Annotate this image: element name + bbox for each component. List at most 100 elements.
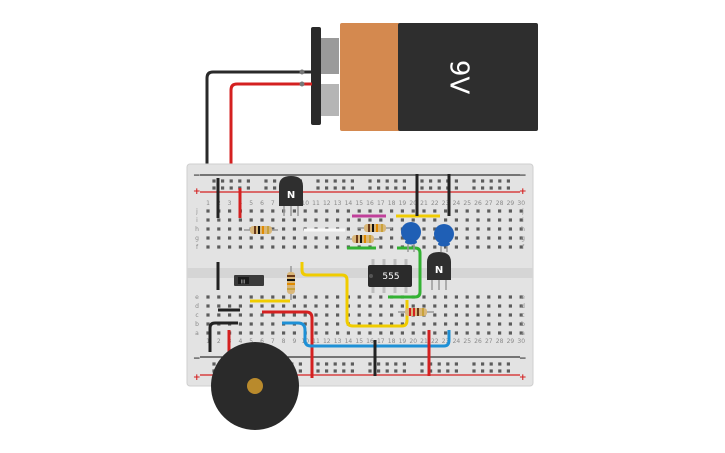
breadboard-hole[interactable]	[506, 362, 510, 366]
breadboard-hole[interactable]	[314, 209, 318, 213]
transistor-q1[interactable]: N	[279, 176, 303, 216]
breadboard-hole[interactable]	[385, 369, 389, 373]
breadboard-hole[interactable]	[346, 236, 350, 240]
breadboard-hole[interactable]	[433, 331, 437, 335]
breadboard-hole[interactable]	[400, 304, 404, 308]
capacitor-c2[interactable]	[434, 224, 454, 252]
breadboard-hole[interactable]	[292, 295, 296, 299]
breadboard-hole[interactable]	[368, 179, 372, 183]
breadboard-hole[interactable]	[429, 186, 433, 190]
breadboard-hole[interactable]	[444, 209, 448, 213]
breadboard-hole[interactable]	[390, 304, 394, 308]
breadboard-hole[interactable]	[422, 304, 426, 308]
breadboard-hole[interactable]	[260, 304, 264, 308]
breadboard-hole[interactable]	[249, 209, 253, 213]
breadboard-hole[interactable]	[429, 362, 433, 366]
breadboard-hole[interactable]	[487, 313, 491, 317]
breadboard-hole[interactable]	[394, 179, 398, 183]
breadboard-hole[interactable]	[260, 218, 264, 222]
breadboard-hole[interactable]	[390, 218, 394, 222]
breadboard-hole[interactable]	[422, 295, 426, 299]
breadboard-hole[interactable]	[249, 245, 253, 249]
breadboard-hole[interactable]	[498, 227, 502, 231]
breadboard-hole[interactable]	[422, 322, 426, 326]
breadboard-hole[interactable]	[221, 179, 225, 183]
breadboard-hole[interactable]	[476, 331, 480, 335]
breadboard-hole[interactable]	[422, 218, 426, 222]
breadboard-hole[interactable]	[422, 331, 426, 335]
breadboard-hole[interactable]	[411, 322, 415, 326]
breadboard-hole[interactable]	[444, 322, 448, 326]
wire-yellow-long[interactable]	[300, 262, 409, 328]
breadboard-hole[interactable]	[454, 218, 458, 222]
breadboard-hole[interactable]	[346, 209, 350, 213]
breadboard-hole[interactable]	[206, 245, 210, 249]
breadboard-hole[interactable]	[206, 295, 210, 299]
breadboard-hole[interactable]	[472, 186, 476, 190]
breadboard-hole[interactable]	[476, 236, 480, 240]
breadboard-hole[interactable]	[303, 295, 307, 299]
breadboard-hole[interactable]	[433, 304, 437, 308]
breadboard-hole[interactable]	[444, 304, 448, 308]
breadboard-hole[interactable]	[325, 209, 329, 213]
breadboard-hole[interactable]	[357, 304, 361, 308]
breadboard-hole[interactable]	[454, 209, 458, 213]
breadboard-hole[interactable]	[238, 331, 242, 335]
breadboard-hole[interactable]	[508, 304, 512, 308]
breadboard-hole[interactable]	[292, 245, 296, 249]
breadboard-hole[interactable]	[325, 295, 329, 299]
breadboard-hole[interactable]	[489, 362, 493, 366]
breadboard-hole[interactable]	[206, 331, 210, 335]
breadboard-hole[interactable]	[292, 227, 296, 231]
breadboard-hole[interactable]	[303, 322, 307, 326]
breadboard-hole[interactable]	[316, 186, 320, 190]
breadboard-hole[interactable]	[282, 295, 286, 299]
breadboard-hole[interactable]	[454, 179, 458, 183]
breadboard-hole[interactable]	[368, 304, 372, 308]
breadboard-hole[interactable]	[228, 218, 232, 222]
breadboard-hole[interactable]	[260, 322, 264, 326]
breadboard-hole[interactable]	[465, 295, 469, 299]
breadboard-hole[interactable]	[346, 218, 350, 222]
breadboard-hole[interactable]	[271, 245, 275, 249]
breadboard-hole[interactable]	[481, 362, 485, 366]
breadboard-hole[interactable]	[444, 313, 448, 317]
breadboard-hole[interactable]	[357, 227, 361, 231]
breadboard-hole[interactable]	[228, 245, 232, 249]
resistor-r1[interactable]	[244, 226, 278, 234]
breadboard-hole[interactable]	[400, 209, 404, 213]
breadboard-hole[interactable]	[206, 236, 210, 240]
breadboard-hole[interactable]	[508, 209, 512, 213]
breadboard-hole[interactable]	[228, 295, 232, 299]
breadboard-hole[interactable]	[476, 218, 480, 222]
breadboard-hole[interactable]	[314, 236, 318, 240]
breadboard-hole[interactable]	[508, 322, 512, 326]
breadboard-hole[interactable]	[472, 179, 476, 183]
breadboard-hole[interactable]	[229, 179, 233, 183]
breadboard-hole[interactable]	[264, 186, 268, 190]
breadboard-hole[interactable]	[433, 209, 437, 213]
transistor-q2[interactable]: N	[427, 252, 451, 290]
resistor-r2[interactable]	[358, 224, 392, 232]
breadboard-hole[interactable]	[465, 218, 469, 222]
wire-green-loop[interactable]	[388, 246, 422, 299]
breadboard-hole[interactable]	[282, 236, 286, 240]
breadboard-hole[interactable]	[368, 295, 372, 299]
breadboard-hole[interactable]	[506, 369, 510, 373]
breadboard-hole[interactable]	[487, 295, 491, 299]
breadboard-hole[interactable]	[271, 236, 275, 240]
breadboard-hole[interactable]	[465, 236, 469, 240]
breadboard-hole[interactable]	[238, 245, 242, 249]
breadboard-hole[interactable]	[217, 227, 221, 231]
breadboard-hole[interactable]	[379, 304, 383, 308]
breadboard-hole[interactable]	[238, 322, 242, 326]
piezo-buzzer[interactable]	[211, 342, 299, 430]
breadboard-hole[interactable]	[206, 304, 210, 308]
breadboard-hole[interactable]	[325, 322, 329, 326]
resistor-r4[interactable]	[287, 266, 295, 300]
breadboard-hole[interactable]	[519, 322, 523, 326]
breadboard-hole[interactable]	[454, 313, 458, 317]
breadboard-hole[interactable]	[217, 331, 221, 335]
breadboard-hole[interactable]	[481, 186, 485, 190]
breadboard-hole[interactable]	[429, 179, 433, 183]
